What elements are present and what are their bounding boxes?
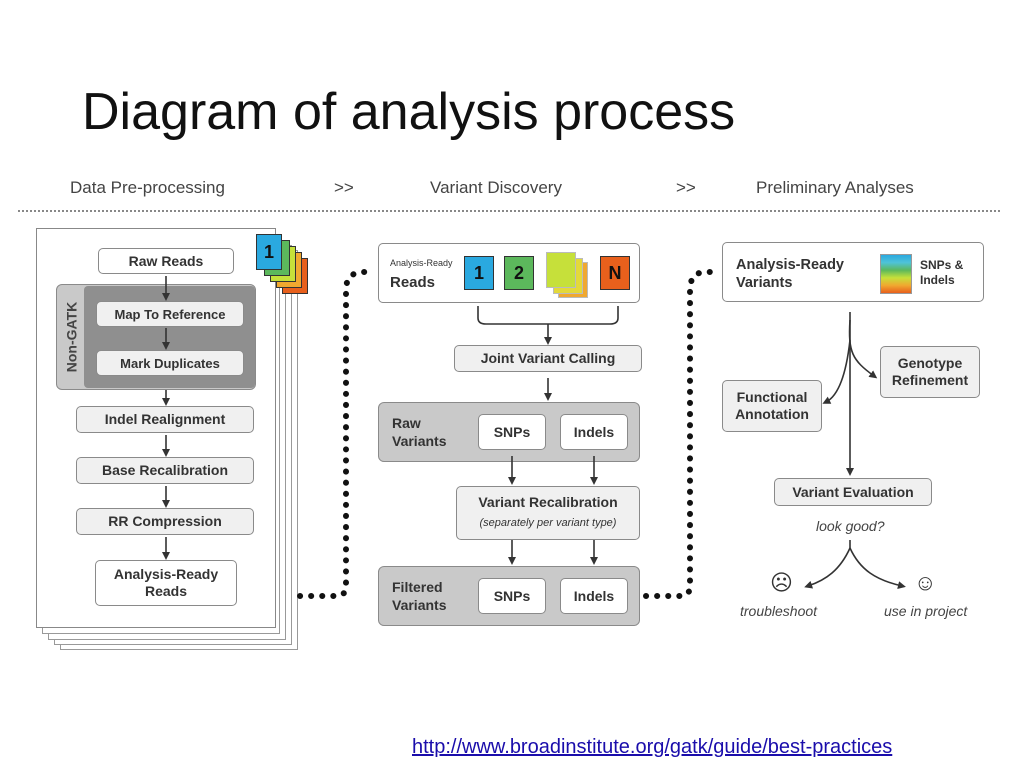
analysis-ready-reads-box: Analysis-Ready Reads	[95, 560, 237, 606]
section-data-preprocessing: Data Pre-processing	[70, 178, 225, 197]
variant-recalibration-label: Variant Recalibration	[478, 494, 618, 510]
raw-variants-label: Raw Variants	[392, 415, 447, 449]
source-link[interactable]: http://www.broadinstitute.org/gatk/guide…	[412, 736, 893, 758]
snps-indels-color-swatch	[880, 254, 912, 294]
arrow-to-troubleshoot	[804, 547, 851, 589]
raw-indels-box: Indels	[560, 414, 628, 450]
section-preliminary-analyses: Preliminary Analyses	[756, 178, 914, 197]
arrow-to-genotype	[848, 319, 878, 379]
variant-recalibration-note: (separately per variant type)	[479, 517, 617, 529]
raw-snps-box: SNPs	[478, 414, 546, 450]
filtered-snps-box: SNPs	[478, 578, 546, 614]
section-separator-2: >>	[676, 178, 696, 197]
genotype-refinement-box: Genotype Refinement	[880, 346, 980, 398]
dotted-link-preprocessing-to-discovery	[297, 269, 375, 599]
dotted-link-discovery-to-preliminary	[643, 269, 717, 599]
variant-evaluation-box: Variant Evaluation	[774, 478, 932, 506]
filtered-variants-label: Filtered Variants	[392, 579, 447, 613]
happy-face-icon: ☺	[914, 570, 937, 595]
indel-realignment-box: Indel Realignment	[76, 406, 254, 433]
section-variant-discovery: Variant Discovery	[430, 178, 562, 197]
sample-stack-1	[546, 252, 576, 288]
look-good-label: look good?	[816, 518, 885, 534]
rr-compression-box: RR Compression	[76, 508, 254, 535]
snps-indels-label: SNPs & Indels	[920, 258, 964, 287]
troubleshoot-label: troubleshoot	[740, 603, 818, 619]
arrow-to-functional	[822, 339, 851, 404]
prelim-input-label: Analysis-Ready Variants	[736, 257, 844, 291]
functional-annotation-box: Functional Annotation	[722, 380, 822, 432]
section-separator-1: >>	[334, 178, 354, 197]
discovery-input-label: Reads	[390, 274, 436, 291]
raw-reads-box: Raw Reads	[98, 248, 234, 274]
sample-n-badge: N	[600, 256, 630, 290]
prelim-input-box	[722, 242, 984, 302]
discovery-input-small-label: Analysis-Ready	[390, 258, 453, 268]
mark-duplicates-box: Mark Duplicates	[96, 350, 244, 376]
sample-1-badge: 1	[464, 256, 494, 290]
base-recalibration-box: Base Recalibration	[76, 457, 254, 484]
filtered-indels-box: Indels	[560, 578, 628, 614]
map-to-reference-box: Map To Reference	[96, 301, 244, 327]
sample-badge: 1	[256, 234, 282, 270]
joint-variant-calling-box: Joint Variant Calling	[454, 345, 642, 372]
sample-2-badge: 2	[504, 256, 534, 290]
use-in-project-label: use in project	[884, 603, 968, 619]
variant-recalibration-box: Variant Recalibration (separately per va…	[456, 486, 640, 540]
sad-face-icon: ☹	[770, 570, 793, 595]
input-bracket	[477, 306, 619, 325]
page-title: Diagram of analysis process	[82, 83, 736, 141]
arrow-to-use	[849, 547, 906, 589]
section-divider	[18, 210, 1000, 212]
discovery-input-box	[378, 243, 640, 303]
